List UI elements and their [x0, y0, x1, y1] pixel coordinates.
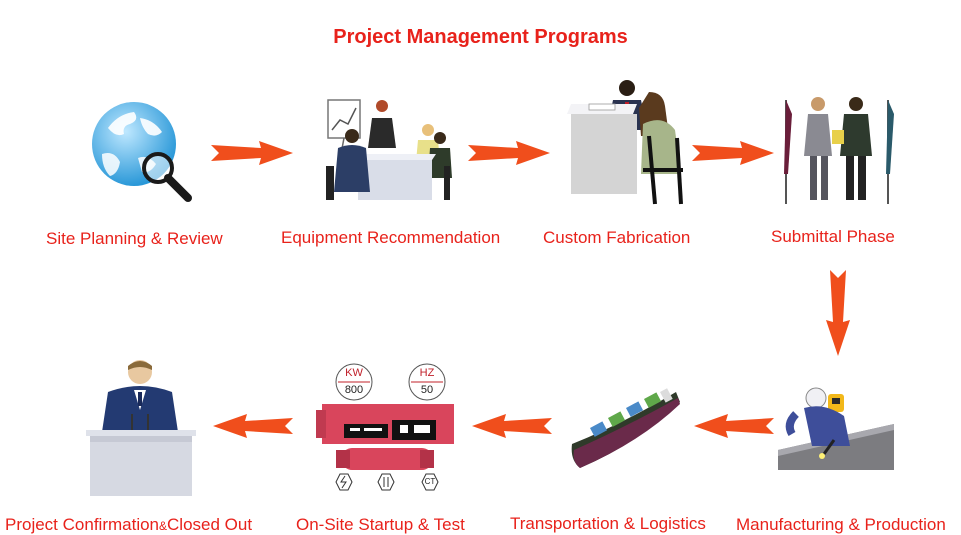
diagram-title: Project Management Programs [333, 26, 628, 48]
confirmation-joiner: & [159, 519, 168, 533]
step-label-onsite-startup: On-Site Startup & Test [296, 515, 465, 534]
arrow-right-1 [211, 141, 293, 165]
step-label-project-confirmation: Project Confirmation&Closed Out [5, 515, 252, 535]
hz-label: HZ [419, 367, 435, 379]
arrow-down [826, 270, 850, 356]
ct-label: CT [424, 477, 436, 486]
meeting-icon [326, 99, 452, 200]
arrow-left-3 [213, 414, 293, 438]
cargo-ship-icon [571, 388, 680, 468]
handshake-icon [784, 97, 894, 204]
welder-icon [778, 387, 894, 470]
kw-value: 800 [344, 384, 364, 396]
globe-magnifier-icon [92, 102, 192, 202]
desk-discussion-icon [567, 80, 683, 205]
step-label-submittal-phase: Submittal Phase [771, 227, 895, 246]
arrow-right-3 [692, 141, 774, 165]
podium-speaker-icon [86, 360, 196, 496]
step-label-manufacturing: Manufacturing & Production [736, 515, 946, 534]
step-label-transportation: Transportation & Logistics [510, 514, 706, 533]
step-label-equipment-recommendation: Equipment Recommendation [281, 228, 501, 247]
kw-label: KW [345, 367, 363, 379]
arrow-right-2 [468, 141, 550, 165]
step-label-custom-fabrication: Custom Fabrication [543, 228, 691, 247]
confirmation-main-text: Project Confirmation [5, 515, 160, 534]
hz-value: 50 [420, 384, 434, 396]
confirmation-suffix: Closed Out [167, 515, 253, 534]
arrow-left-1 [694, 414, 774, 438]
generator-illustration: KW 800 HZ 50 CT [316, 362, 458, 500]
step-label-site-planning: Site Planning & Review [46, 229, 223, 248]
generator-icon [316, 363, 454, 491]
arrow-left-2 [472, 414, 552, 438]
